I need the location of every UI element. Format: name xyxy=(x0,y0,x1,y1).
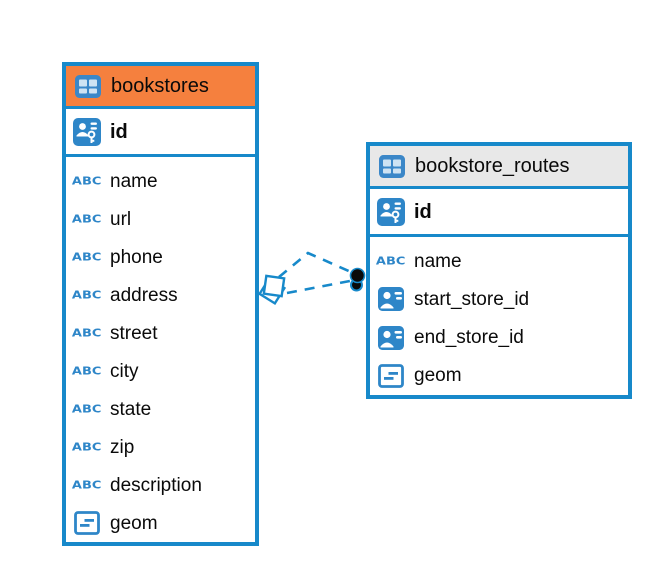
foreign-key-icon xyxy=(377,287,405,312)
primary-key-icon xyxy=(377,197,405,226)
table-bookstore-routes-header[interactable]: bookstore_routes xyxy=(370,146,628,189)
column-name: geom xyxy=(110,512,158,534)
column-row[interactable]: ABC state xyxy=(66,390,255,428)
primary-key-icon xyxy=(73,117,101,146)
column-name: end_store_id xyxy=(414,327,524,349)
text-abc-icon: ABC xyxy=(72,174,102,188)
table-title: bookstore_routes xyxy=(415,155,570,177)
column-list: ABC name start_store_id end_store_id ge xyxy=(370,237,628,395)
table-title: bookstores xyxy=(111,75,209,97)
column-name: state xyxy=(110,398,152,420)
column-row[interactable]: geom xyxy=(66,504,255,542)
column-name: name xyxy=(414,250,462,272)
column-name: start_store_id xyxy=(414,288,530,310)
column-name: zip xyxy=(110,436,135,458)
geometry-icon xyxy=(73,511,101,535)
column-name: id xyxy=(414,200,432,223)
relationship-circle-marker[interactable] xyxy=(349,267,366,292)
text-abc-icon: ABC xyxy=(376,254,406,268)
column-row[interactable]: ABC address xyxy=(66,276,255,314)
text-abc-icon: ABC xyxy=(72,288,102,302)
column-row[interactable]: ABC phone xyxy=(66,238,255,276)
column-row[interactable]: ABC zip xyxy=(66,428,255,466)
column-row[interactable]: ABC name xyxy=(66,162,255,200)
relationship-diamond-marker[interactable] xyxy=(257,274,287,306)
column-name: name xyxy=(110,170,158,192)
column-row-id[interactable]: id xyxy=(370,189,628,237)
column-row[interactable]: start_store_id xyxy=(370,280,628,318)
relationship-line[interactable] xyxy=(286,279,351,295)
table-icon xyxy=(378,154,406,178)
column-row[interactable]: geom xyxy=(370,357,628,395)
foreign-key-icon xyxy=(377,325,405,350)
table-bookstore-routes[interactable]: bookstore_routes id ABC name start_store… xyxy=(366,142,632,399)
column-row[interactable]: ABC description xyxy=(66,466,255,504)
text-abc-icon: ABC xyxy=(72,250,102,264)
text-abc-icon: ABC xyxy=(72,364,102,378)
column-row-id[interactable]: id xyxy=(66,109,255,157)
geometry-icon xyxy=(377,363,405,388)
column-name: city xyxy=(110,360,139,382)
column-row[interactable]: ABC street xyxy=(66,314,255,352)
table-bookstores[interactable]: bookstores id ABC name ABC url ABC phone… xyxy=(62,62,259,546)
column-name: description xyxy=(110,474,202,496)
column-name: street xyxy=(110,322,158,344)
column-name: address xyxy=(110,284,178,306)
relationship-line[interactable] xyxy=(278,251,352,279)
column-name: geom xyxy=(414,365,462,387)
column-name: id xyxy=(110,120,128,143)
column-name: phone xyxy=(110,246,163,268)
column-row[interactable]: ABC url xyxy=(66,200,255,238)
column-name: url xyxy=(110,208,132,230)
text-abc-icon: ABC xyxy=(72,402,102,416)
table-icon xyxy=(74,74,102,98)
text-abc-icon: ABC xyxy=(72,326,102,340)
text-abc-icon: ABC xyxy=(72,212,102,226)
column-row[interactable]: ABC city xyxy=(66,352,255,390)
column-row[interactable]: end_store_id xyxy=(370,319,628,357)
table-bookstores-header[interactable]: bookstores xyxy=(66,66,255,109)
text-abc-icon: ABC xyxy=(72,440,102,454)
column-row[interactable]: ABC name xyxy=(370,242,628,280)
column-list: ABC name ABC url ABC phone ABC address A… xyxy=(66,157,255,542)
text-abc-icon: ABC xyxy=(72,478,102,492)
